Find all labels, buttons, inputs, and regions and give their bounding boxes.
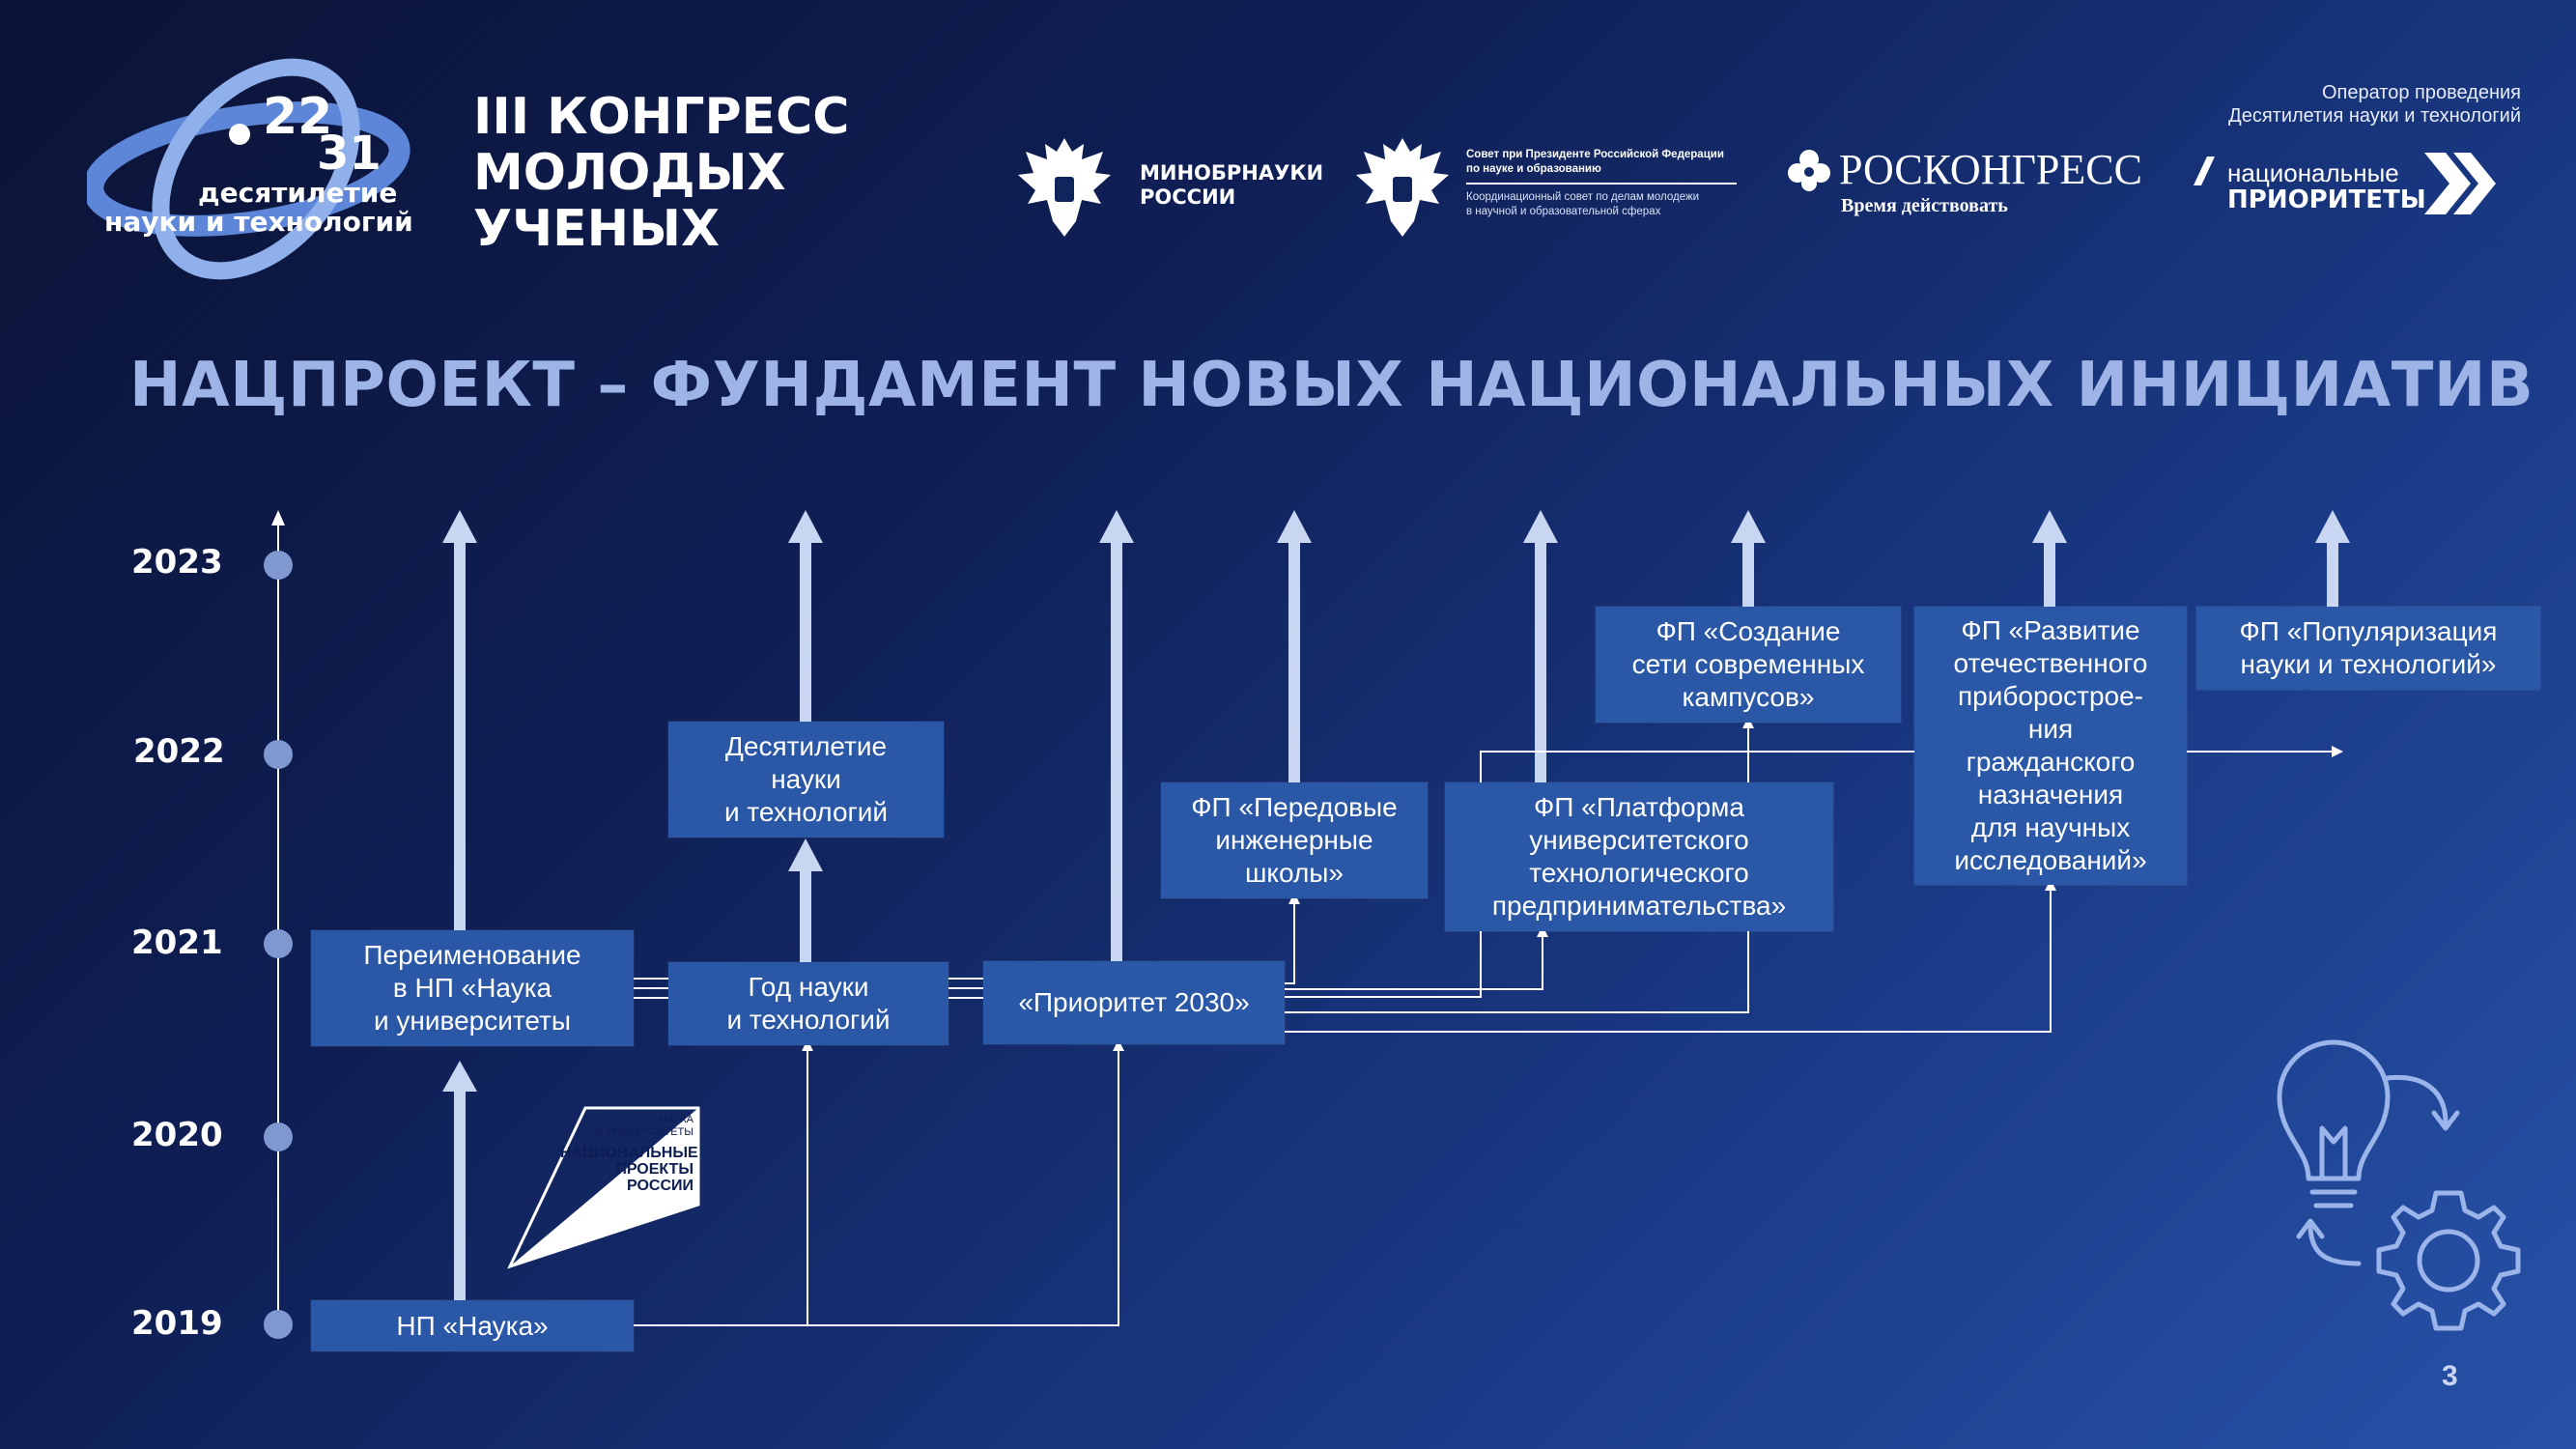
- box-instrument: ФП «Развитие отечественного приборострое…: [1914, 607, 2187, 885]
- council-line: в научной и образовательной сферах: [1466, 206, 1661, 217]
- council-top-text: Совет при Президенте Российской Федераци…: [1466, 148, 1724, 177]
- arrow-engineering-up: [1277, 510, 1312, 782]
- box-platform: ФП «Платформа университетского технологи…: [1445, 782, 1833, 931]
- year-label: 2023: [131, 543, 223, 582]
- box-campus: ФП «Создание сети современных кампусов»: [1596, 607, 1901, 723]
- minobrnauki-line: МИНОБРНАУКИ: [1140, 161, 1324, 185]
- box-priority-2030: «Приоритет 2030»: [983, 961, 1285, 1044]
- congress-title: III КОНГРЕСС МОЛОДЫХ УЧЕНЫХ: [473, 89, 849, 257]
- page-number: 3: [2442, 1360, 2458, 1392]
- arrow-campus-up: [1731, 510, 1766, 607]
- timeline-dot: [264, 1122, 293, 1151]
- arrow-year-to-decade: [788, 838, 823, 962]
- congress-title-line: МОЛОДЫХ: [473, 144, 786, 202]
- box-popularization: ФП «Популяризация науки и технологий»: [2196, 607, 2540, 690]
- council-bottom-text: Координационный совет по делам молодежи …: [1466, 190, 1699, 219]
- arrow-popularization-up: [2315, 510, 2350, 607]
- year-label: 2022: [133, 732, 225, 771]
- lightbulb-gear-icon: [2277, 1039, 2521, 1331]
- thick-arrows: [442, 510, 2350, 1301]
- minobrnauki-name: МИНОБРНАУКИ РОССИИ: [1140, 161, 1323, 210]
- timeline-dot: [264, 929, 293, 958]
- national-projects-badge-icon: [507, 1106, 700, 1269]
- council-line: Координационный совет по делам молодежи: [1466, 191, 1700, 203]
- box-rename-np: Переименование в НП «Наука и университет…: [311, 930, 634, 1046]
- year-label: 2021: [131, 923, 223, 962]
- decade-logo-n2: 31: [317, 127, 382, 181]
- council-divider: [1466, 183, 1737, 185]
- badge-line: РОССИИ: [626, 1178, 694, 1194]
- roscongress-name: РОСКОНГРЕСС: [1839, 146, 2142, 193]
- national-priorities-line1: национальные: [2227, 158, 2399, 187]
- arrow-rename-up: [442, 510, 477, 930]
- badge-line: НАЦИОНАЛЬНЫЕ: [560, 1145, 698, 1161]
- national-projects-badge: НАУКА И УНИВЕРСИТЕТЫ НАЦИОНАЛЬНЫЕ ПРОЕКТ…: [502, 1106, 700, 1270]
- national-priorities-line2: ПРИОРИТЕТЫ: [2227, 185, 2426, 214]
- timeline-dot: [264, 740, 293, 769]
- arrow-instrument-up: [2032, 510, 2067, 607]
- double-eagle-emblem-icon: [1018, 138, 1111, 237]
- roscongress-flower-icon: [1788, 150, 1830, 191]
- minobrnauki-logo: МИНОБРНАУКИ РОССИИ: [1014, 130, 1323, 246]
- timeline-dot: [264, 1310, 293, 1339]
- box-decade: Десятилетие науки и технологий: [668, 722, 944, 838]
- timeline-dot: [264, 551, 293, 580]
- box-engineering-schools: ФП «Передовые инженерные школы»: [1161, 782, 1428, 898]
- decade-logo: 22 31 десятилетие науки и технологий: [82, 53, 425, 285]
- roscongress-logo: РОСКОНГРЕСС Время действовать: [1787, 145, 2154, 222]
- arrow-np-to-rename: [442, 1061, 477, 1301]
- year-label: 2019: [131, 1304, 223, 1343]
- box-np-science: НП «Наука»: [311, 1300, 634, 1351]
- decade-logo-line2: науки и технологий: [104, 206, 413, 238]
- operator-caption: Оператор проведения Десятилетия науки и …: [2154, 81, 2521, 128]
- arrow-priority-up: [1099, 510, 1134, 961]
- decade-logo-line1: десятилетие: [198, 177, 398, 209]
- arrow-decade-up: [788, 510, 823, 722]
- badge-line: ПРОЕКТЫ: [615, 1161, 694, 1178]
- congress-title-line: УЧЕНЫХ: [473, 200, 721, 258]
- box-year-science: Год науки и технологий: [668, 962, 948, 1045]
- decade-logo-rings-icon: [82, 58, 410, 280]
- council-logo: Совет при Президенте Российской Федераци…: [1352, 130, 1748, 246]
- year-label: 2020: [131, 1116, 223, 1154]
- operator-line: Десятилетия науки и технологий: [2228, 105, 2521, 127]
- congress-title-line: III КОНГРЕСС: [473, 88, 850, 146]
- roscongress-tagline: Время действовать: [1841, 195, 2008, 216]
- badge-line: И УНИВЕРСИТЕТЫ: [594, 1126, 694, 1138]
- badge-line: НАУКА: [659, 1114, 694, 1125]
- decade-logo-n1: 22: [263, 88, 333, 146]
- operator-line: Оператор проведения: [2321, 82, 2521, 103]
- double-eagle-emblem-icon: [1356, 138, 1449, 237]
- main-title: НАЦПРОЕКТ – ФУНДАМЕНТ НОВЫХ НАЦИОНАЛЬНЫХ…: [129, 350, 2534, 421]
- national-priorities-logo: национальные ПРИОРИТЕТЫ: [2193, 145, 2511, 222]
- timeline-axis: [271, 510, 285, 1328]
- minobrnauki-line: РОССИИ: [1140, 185, 1236, 209]
- arrow-platform-up: [1523, 510, 1558, 782]
- double-chevron-icon: [2424, 153, 2496, 214]
- council-line: Совет при Президенте Российской Федераци…: [1466, 149, 1724, 160]
- council-line: по науке и образованию: [1466, 163, 1601, 175]
- badge-text: НАУКА И УНИВЕРСИТЕТЫ НАЦИОНАЛЬНЫЕ ПРОЕКТ…: [560, 1114, 698, 1194]
